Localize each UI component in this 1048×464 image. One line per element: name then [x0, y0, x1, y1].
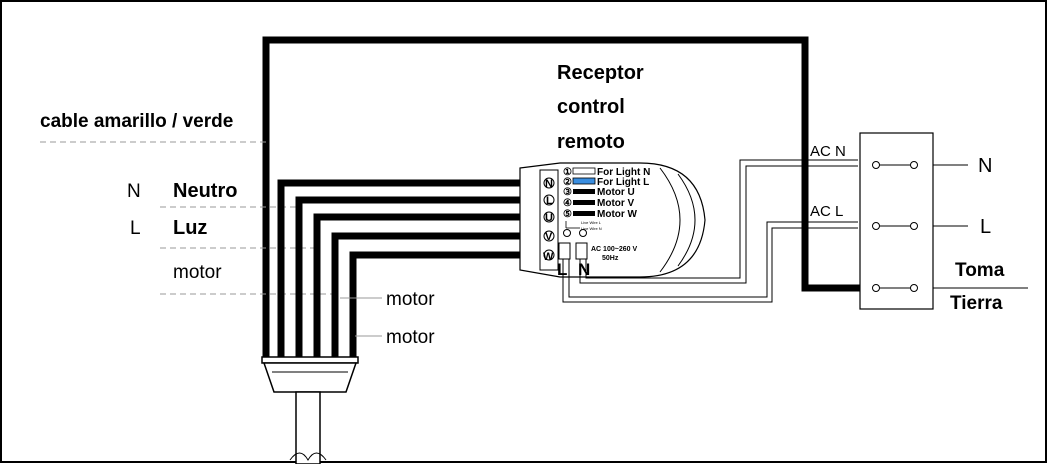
- legend-text-1: For Light N: [597, 167, 650, 178]
- legend-num-5: ⑤: [563, 209, 572, 220]
- legend-text-2: For Light L: [597, 177, 649, 188]
- toma-label: Toma: [955, 260, 1005, 281]
- legend-num-4: ④: [563, 198, 572, 209]
- receiver-title-line1: Receptor: [557, 62, 644, 84]
- legend-swatch-light-n: [572, 167, 596, 175]
- terminal-l: L: [546, 195, 553, 207]
- motor-label-1: motor: [386, 289, 435, 310]
- terminal-screws: [543, 177, 555, 261]
- terminal-w: W: [543, 251, 554, 263]
- output-n-label: N: [978, 155, 992, 177]
- ac-l-label: AC L: [810, 203, 843, 220]
- motor-left-label: motor: [173, 262, 222, 283]
- power-rating: AC 100~260 V: [591, 246, 637, 253]
- legend-text-3: Motor U: [597, 187, 635, 198]
- l-letter-label: L: [130, 218, 141, 239]
- legend-swatch-motor-u: [573, 189, 595, 194]
- terminal-n: N: [545, 178, 553, 190]
- legend-num-3: ③: [563, 187, 572, 198]
- input-terminal-n: [579, 229, 587, 237]
- terminal-v: V: [545, 231, 553, 243]
- receiver-title-line2: control: [557, 96, 625, 118]
- terminal-u: U: [545, 212, 553, 224]
- input-n-label: N: [578, 260, 590, 279]
- receiver-title-line3: remoto: [557, 131, 625, 153]
- live-wire-n-label: Live Wire N: [581, 226, 602, 231]
- power-frequency: 50Hz: [602, 255, 619, 262]
- luz-label: Luz: [173, 217, 207, 239]
- motor-label-2: motor: [386, 327, 435, 348]
- legend-num-1: ①: [563, 167, 572, 178]
- fan-base: [261, 356, 359, 464]
- dashed-guides: [40, 141, 340, 295]
- ac-n-label: AC N: [810, 143, 846, 160]
- receiver-legend: ① For Light N ② For Light L ③ Motor U ④ …: [563, 167, 650, 231]
- legend-text-4: Motor V: [597, 198, 635, 209]
- live-wire-l-label: Live Wire L: [581, 220, 602, 225]
- legend-num-2: ②: [563, 177, 572, 188]
- fan-cable-bundle: [277, 179, 549, 362]
- legend-swatch-motor-v: [573, 200, 595, 205]
- terminal-block: [859, 132, 1028, 310]
- input-l-label: L: [557, 260, 567, 279]
- tierra-label: Tierra: [950, 293, 1003, 314]
- supply-cables: [562, 159, 858, 303]
- input-terminal-l: [563, 229, 571, 237]
- neutral-label: Neutro: [173, 180, 237, 202]
- n-letter-label: N: [127, 181, 141, 202]
- output-l-label: L: [980, 216, 991, 238]
- legend-swatch-motor-w: [573, 211, 595, 216]
- ground-cable-label: cable amarillo / verde: [40, 111, 233, 132]
- legend-text-5: Motor W: [597, 209, 638, 220]
- legend-swatch-light-l: [572, 177, 596, 185]
- ground-wire: [262, 36, 860, 360]
- receiver-module: N L U V W ① For Light N ② For Light L ③ …: [519, 162, 706, 279]
